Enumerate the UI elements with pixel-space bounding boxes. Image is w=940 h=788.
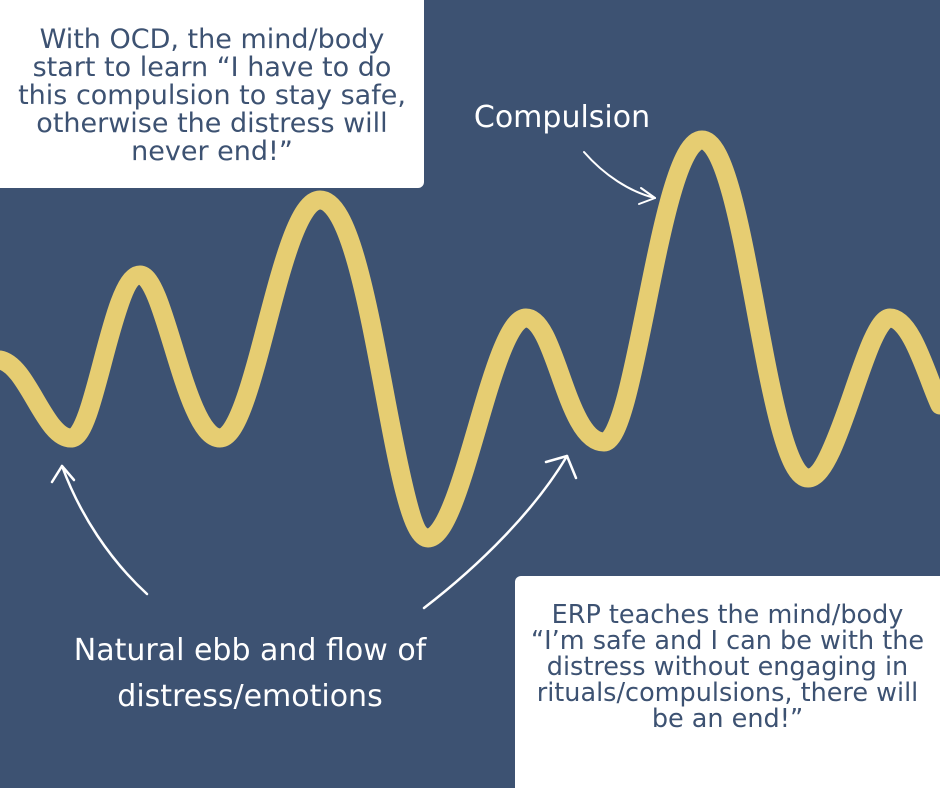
- ebb-flow-label: Natural ebb and flow of distress/emotion…: [30, 628, 470, 720]
- left-ebb-arrow: [50, 464, 149, 596]
- ebb-flow-label-line1: Natural ebb and flow of: [73, 633, 427, 668]
- ocd-explanation-box: With OCD, the mind/body start to learn “…: [0, 0, 424, 188]
- compulsion-arrow: [583, 151, 656, 205]
- right-ebb-arrow: [422, 454, 578, 610]
- erp-explanation-box: ERP teaches the mind/body “I’m safe and …: [515, 576, 940, 788]
- ebb-flow-label-line2: distress/emotions: [117, 679, 383, 714]
- ocd-explanation-text: With OCD, the mind/body start to learn “…: [18, 24, 406, 167]
- erp-explanation-text: ERP teaches the mind/body “I’m safe and …: [530, 600, 925, 734]
- distress-wave: [0, 130, 940, 548]
- compulsion-label: Compulsion: [473, 100, 651, 135]
